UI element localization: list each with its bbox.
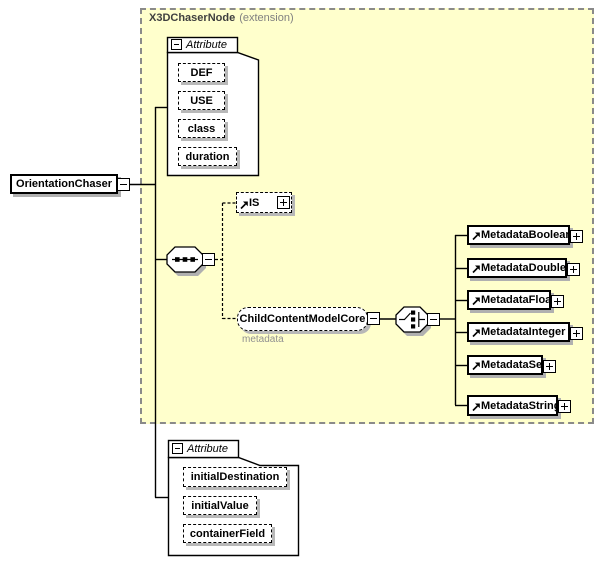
element-metadatastring[interactable]: MetadataString bbox=[467, 395, 571, 416]
element-label: MetadataFloat bbox=[481, 294, 555, 306]
extension-title: X3DChaserNode bbox=[149, 12, 236, 24]
element-metadatainteger[interactable]: MetadataInteger bbox=[467, 322, 583, 342]
extension-subtitle: (extension) bbox=[239, 12, 294, 24]
extension-label: X3DChaserNode(extension) bbox=[149, 12, 294, 24]
expand-toggle-icon[interactable] bbox=[551, 295, 564, 308]
element-label: OrientationChaser bbox=[16, 178, 112, 190]
attribute-duration[interactable]: duration bbox=[178, 147, 237, 166]
element-is[interactable]: IS bbox=[236, 192, 292, 213]
expand-toggle-icon[interactable] bbox=[570, 230, 583, 243]
element-label: MetadataBoolean bbox=[481, 229, 573, 241]
element-metadataset[interactable]: MetadataSet bbox=[467, 355, 556, 375]
reference-arrow-icon bbox=[472, 362, 480, 371]
element-metadatafloat[interactable]: MetadataFloat bbox=[467, 290, 564, 310]
expand-toggle-icon[interactable] bbox=[277, 196, 290, 209]
element-label: MetadataInteger bbox=[481, 326, 566, 338]
collapse-toggle-icon[interactable] bbox=[172, 443, 183, 454]
element-label: MetadataDouble bbox=[481, 262, 566, 274]
element-label: MetadataSet bbox=[481, 359, 546, 371]
collapse-toggle-icon[interactable] bbox=[367, 312, 380, 325]
expand-toggle-icon[interactable] bbox=[543, 360, 556, 373]
reference-arrow-icon bbox=[472, 403, 480, 412]
attribute-use[interactable]: USE bbox=[178, 91, 225, 110]
reference-arrow-icon bbox=[472, 265, 480, 274]
group-label: ChildContentModelCore bbox=[239, 313, 366, 325]
reference-arrow-icon bbox=[472, 329, 480, 338]
element-label: MetadataString bbox=[481, 399, 561, 412]
collapse-toggle-icon[interactable] bbox=[171, 39, 182, 50]
attribute-def[interactable]: DEF bbox=[178, 63, 225, 82]
expand-toggle-icon[interactable] bbox=[570, 327, 583, 340]
attribute-folder-bottom-label: Attribute bbox=[187, 443, 228, 455]
reference-arrow-icon bbox=[472, 232, 480, 241]
group-childcontentmodelcore[interactable]: ChildContentModelCore bbox=[237, 307, 368, 331]
attribute-containerfield[interactable]: containerField bbox=[183, 524, 272, 543]
expand-toggle-icon[interactable] bbox=[567, 263, 580, 276]
reference-arrow-icon bbox=[240, 201, 248, 210]
element-label: IS bbox=[249, 196, 260, 209]
attribute-folder-top-label: Attribute bbox=[186, 39, 227, 51]
reference-arrow-icon bbox=[472, 297, 480, 306]
group-annotation: metadata bbox=[242, 334, 284, 345]
element-orientationchaser[interactable]: OrientationChaser bbox=[10, 174, 118, 194]
collapse-toggle-icon[interactable] bbox=[202, 253, 215, 266]
element-metadataboolean[interactable]: MetadataBoolean bbox=[467, 225, 583, 245]
attribute-initialdestination[interactable]: initialDestination bbox=[183, 467, 287, 487]
collapse-toggle-icon[interactable] bbox=[427, 313, 440, 326]
collapse-toggle-icon[interactable] bbox=[117, 178, 130, 191]
attribute-initialvalue[interactable]: initialValue bbox=[183, 496, 257, 515]
expand-toggle-icon[interactable] bbox=[558, 400, 571, 413]
attribute-class[interactable]: class bbox=[178, 119, 225, 138]
element-metadatadouble[interactable]: MetadataDouble bbox=[467, 258, 580, 278]
